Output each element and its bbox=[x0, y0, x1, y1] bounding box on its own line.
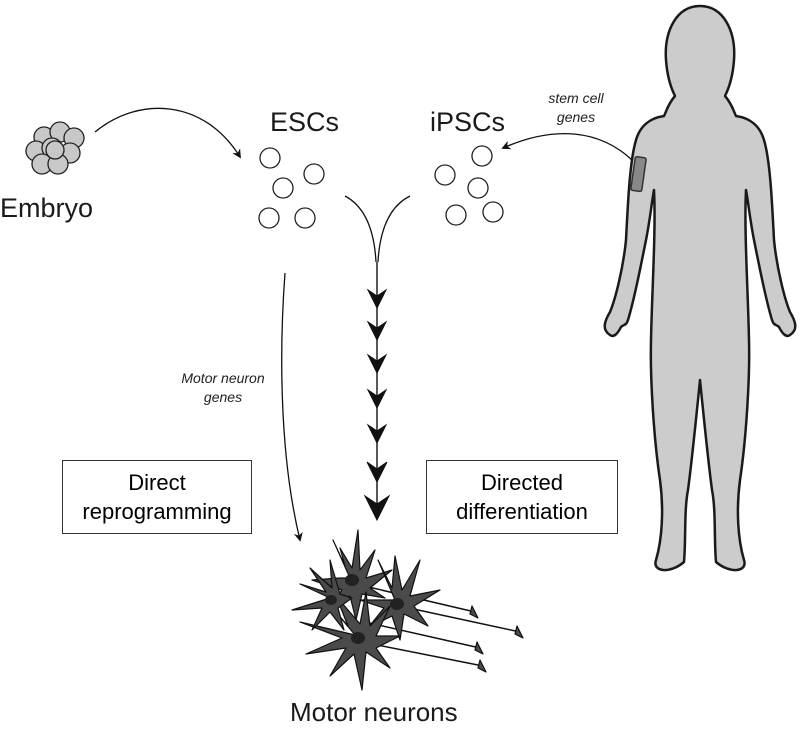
stem-cell-genes-label: stem cell genes bbox=[534, 89, 618, 127]
directed-differentiation-line1: Directed bbox=[481, 470, 563, 495]
directed-differentiation-arrow bbox=[363, 262, 391, 522]
embryo-icon bbox=[25, 121, 85, 175]
stem-cell-genes-line2: genes bbox=[556, 109, 596, 125]
body-to-ipsc-arrow bbox=[501, 133, 633, 161]
motor-neuron-genes-label: Motor neuron genes bbox=[158, 369, 288, 407]
human-figure bbox=[603, 4, 797, 572]
skin-biopsy-patch bbox=[630, 155, 647, 193]
motor-neurons-label: Motor neurons bbox=[290, 697, 458, 727]
stem-cell-genes-line1: stem cell bbox=[548, 90, 604, 106]
esc-cells bbox=[258, 147, 325, 229]
embryo-to-esc-arrow bbox=[94, 107, 241, 159]
motor-neurons-cluster bbox=[291, 529, 524, 691]
direct-reprogramming-line1: Direct bbox=[128, 470, 186, 495]
directed-differentiation-line2: differentiation bbox=[456, 499, 588, 524]
esc-converge-line bbox=[344, 195, 377, 263]
directed-differentiation-box: Directed differentiation bbox=[426, 460, 618, 534]
embryo-label: Embryo bbox=[0, 193, 94, 223]
ipscs-label: iPSCs bbox=[430, 107, 506, 137]
escs-label: ESCs bbox=[270, 107, 340, 137]
direct-reprogramming-box: Direct reprogramming bbox=[62, 460, 252, 534]
direct-reprogramming-arrow bbox=[281, 272, 303, 542]
direct-reprogramming-line2: reprogramming bbox=[82, 499, 232, 524]
motor-neuron-genes-line1: Motor neuron bbox=[181, 370, 265, 386]
ipsc-converge-line bbox=[377, 195, 411, 263]
ipsc-cells bbox=[434, 145, 504, 226]
motor-neuron-genes-line2: genes bbox=[203, 389, 243, 405]
